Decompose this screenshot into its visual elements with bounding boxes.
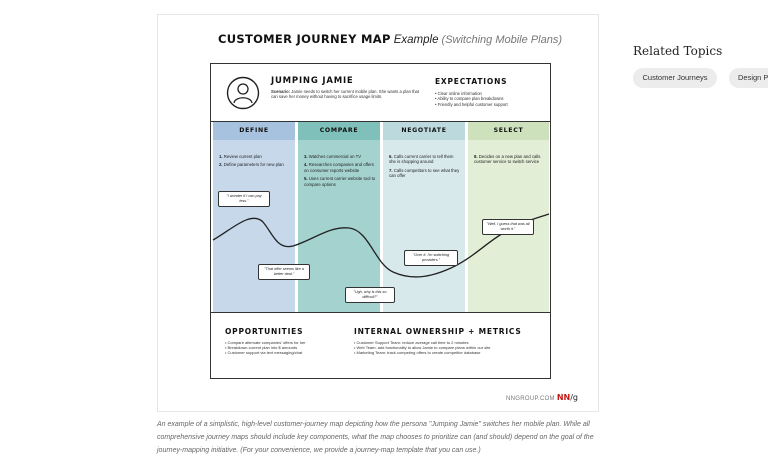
list-item: Ability to compare plan breakdowns <box>435 96 508 101</box>
quote-bubble: "Over it. I'm switching providers." <box>404 250 458 266</box>
opportunities-section: OPPORTUNITIES Compare alternate companie… <box>211 312 550 378</box>
quote-bubble: "Well, I guess that was all worth it." <box>482 219 534 235</box>
persona-name: JUMPING JAMIE <box>271 76 354 86</box>
related-topics-title: Related Topics <box>633 44 723 58</box>
step-item: 8. Decides on a new plan and calls custo… <box>474 154 546 165</box>
list-item: Customer support via text messaging/chat <box>225 350 306 355</box>
topic-chip-customer-journeys[interactable]: Customer Journeys <box>633 68 717 88</box>
phase-header: DEFINE <box>213 122 295 140</box>
step-item: 7. Calls competitors to see what they ca… <box>389 168 461 179</box>
step-item: 5. Uses current carrier website tool to … <box>304 176 376 187</box>
scenario-text: Jamie needs to switch her current mobile… <box>271 89 420 100</box>
emotion-curve <box>212 213 550 278</box>
figure-caption: An example of a simplistic, high-level c… <box>157 421 594 454</box>
step-text: Decides on a new plan and calls customer… <box>474 154 541 165</box>
ownership-title: INTERNAL OWNERSHIP + METRICS <box>354 327 522 336</box>
credit-text: NNGROUP.COM <box>506 396 555 402</box>
phase-compare: COMPARE 3. Watches commercial on TV 4. R… <box>298 122 380 312</box>
expectations-list: Clear online information Ability to comp… <box>435 91 508 107</box>
topic-chip-design-process[interactable]: Design Process <box>729 68 768 88</box>
phase-steps: 8. Decides on a new plan and calls custo… <box>474 154 546 168</box>
list-item: Compare alternate companies' offers for … <box>225 340 306 345</box>
step-number: 2. <box>219 162 223 168</box>
step-text: Researches companies and offers on consu… <box>304 162 374 173</box>
phase-header: COMPARE <box>298 122 380 140</box>
phase-header: NEGOTIATE <box>383 122 465 140</box>
step-text: Watches commercial on TV <box>308 154 362 159</box>
map-title-subtitle: (Switching Mobile Plans) <box>441 34 562 46</box>
list-item: Customer Support Team: reduce average ca… <box>354 340 490 345</box>
brand-main: NN <box>556 393 571 402</box>
step-number: 4. <box>304 162 308 168</box>
image-credit: NNGROUP.COM NN/g <box>506 393 578 402</box>
step-number: 7. <box>389 167 393 173</box>
phase-define: DEFINE 1. Review current plan 2. Define … <box>213 122 295 312</box>
quote-bubble: "That offer seems like a better deal." <box>258 264 310 280</box>
step-item: 1. Review current plan <box>219 154 291 159</box>
map-title: CUSTOMER JOURNEY MAP Example (Switching … <box>218 32 562 46</box>
step-text: Calls current carrier to tell them she i… <box>389 154 454 165</box>
step-number: 6. <box>389 154 393 159</box>
phase-header: SELECT <box>468 122 549 140</box>
map-title-main: CUSTOMER JOURNEY MAP <box>218 32 391 46</box>
quote-bubble: "I wonder if I can pay less." <box>218 191 270 207</box>
step-item: 3. Watches commercial on TV <box>304 154 376 159</box>
expectations-title: EXPECTATIONS <box>435 77 508 86</box>
list-item: Marketing Team: track competing offers t… <box>354 350 490 355</box>
phase-steps: 3. Watches commercial on TV 4. Researche… <box>304 154 376 190</box>
nng-logo: NN/g <box>557 393 578 402</box>
phase-steps: 6. Calls current carrier to tell them sh… <box>389 154 461 182</box>
journey-map: JUMPING JAMIE Scenario: Jamie needs to s… <box>210 63 551 379</box>
list-item: Breakdown current plan into $ amounts <box>225 345 306 350</box>
journey-map-figure: CUSTOMER JOURNEY MAP Example (Switching … <box>157 14 599 412</box>
phase-steps: 1. Review current plan 2. Define paramet… <box>219 154 291 171</box>
persona-scenario: Scenario: Jamie needs to switch her curr… <box>271 89 421 100</box>
phases-section: DEFINE 1. Review current plan 2. Define … <box>211 122 550 312</box>
phase-negotiate: NEGOTIATE 6. Calls current carrier to te… <box>383 122 465 312</box>
opportunities-title: OPPORTUNITIES <box>225 327 304 336</box>
scenario-label: Scenario: <box>271 89 291 94</box>
step-text: Uses current carrier website tool to com… <box>304 176 376 187</box>
step-text: Define parameters for new plan <box>223 162 284 168</box>
step-text: Review current plan <box>223 154 262 159</box>
step-text: Calls competitors to see what they can o… <box>389 167 460 179</box>
step-number: 5. <box>304 176 308 182</box>
step-number: 8. <box>474 154 478 159</box>
ownership-list: Customer Support Team: reduce average ca… <box>354 340 491 356</box>
step-item: 4. Researches companies and offers on co… <box>304 162 376 173</box>
persona-avatar-icon <box>226 76 260 110</box>
brand-sub: /g <box>570 393 579 402</box>
step-number: 1. <box>219 154 223 159</box>
opportunities-list: Compare alternate companies' offers for … <box>225 340 306 356</box>
persona-section: JUMPING JAMIE Scenario: Jamie needs to s… <box>211 64 550 122</box>
step-item: 2. Define parameters for new plan <box>219 162 291 167</box>
step-item: 6. Calls current carrier to tell them sh… <box>389 154 461 165</box>
list-item: Clear online information <box>435 91 508 96</box>
list-item: Friendly and helpful customer support <box>435 102 508 107</box>
step-number: 3. <box>304 154 308 159</box>
quote-bubble: "Ugh, why is this so difficult?" <box>345 287 395 303</box>
phase-select: SELECT 8. Decides on a new plan and call… <box>468 122 549 312</box>
map-title-example: Example <box>393 34 439 46</box>
list-item: Web Team: add functionality to allow Jam… <box>354 345 491 350</box>
